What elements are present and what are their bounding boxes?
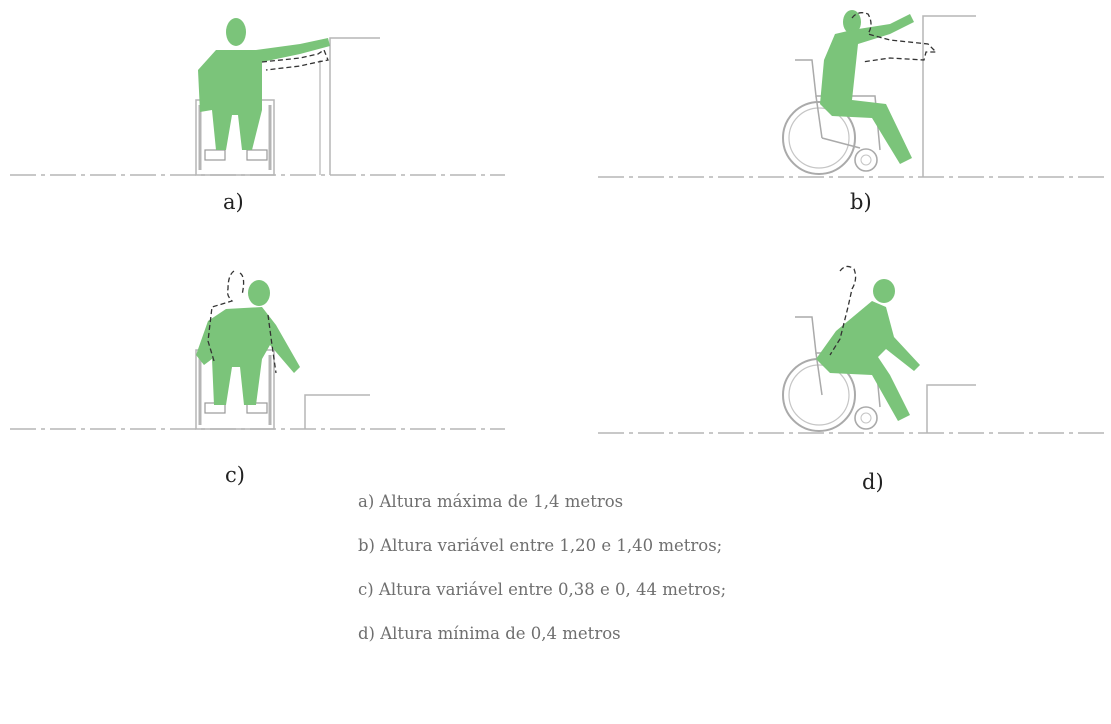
- shelf-outline: [926, 384, 976, 433]
- note-c: c) Altura variável entre 0,38 e 0, 44 me…: [358, 580, 727, 599]
- figure-b: [590, 0, 1111, 200]
- figure-a-drawing: [10, 18, 505, 176]
- note-a: a) Altura máxima de 1,4 metros: [358, 492, 624, 511]
- figure-b-drawing: [598, 10, 1105, 178]
- wheelchair-wheel: [782, 101, 856, 175]
- person-figure: [198, 18, 330, 150]
- note-b: b) Altura variável entre 1,20 e 1,40 met…: [358, 536, 723, 555]
- shelf-outline: [304, 394, 370, 429]
- caption-c: c): [225, 463, 245, 487]
- figure-d-drawing: [598, 265, 1105, 434]
- caption-d: d): [862, 470, 884, 494]
- height-notes: a) Altura máxima de 1,4 metros b) Altura…: [358, 492, 742, 668]
- caption-a: a): [223, 190, 244, 214]
- figure-a: [0, 0, 520, 200]
- reach-outline: [261, 49, 329, 71]
- shelf-outline: [329, 37, 380, 175]
- note-d: d) Altura mínima de 0,4 metros: [358, 624, 621, 643]
- shelf-outline: [922, 15, 976, 177]
- reach-outline: [851, 12, 938, 63]
- person-figure: [196, 280, 300, 405]
- figure-d: [590, 255, 1111, 455]
- person-figure: [820, 10, 914, 164]
- figure-c-drawing: [10, 270, 505, 430]
- reach-outline: [829, 265, 857, 356]
- reach-outline: [207, 270, 277, 374]
- figure-c: [0, 255, 520, 455]
- person-figure: [816, 279, 920, 421]
- caption-b: b): [850, 190, 872, 214]
